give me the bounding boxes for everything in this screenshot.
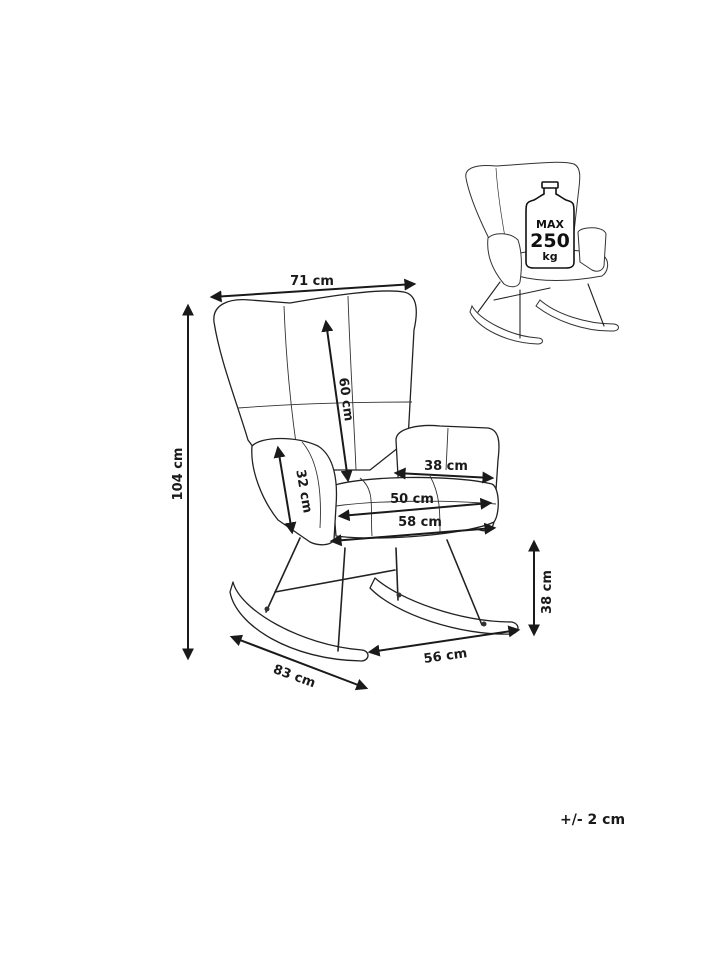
label-seat-width-outer: 58 cm xyxy=(398,515,442,530)
tolerance-note: +/- 2 cm xyxy=(560,812,626,828)
small-right-armrest xyxy=(577,227,607,272)
leg-front-right xyxy=(446,539,483,626)
armrest-height-arrow xyxy=(273,445,297,535)
max-load-badge: MAX 250 kg xyxy=(525,181,575,269)
back-height-arrow xyxy=(321,319,353,483)
leg-back-left xyxy=(337,547,346,652)
small-chair-drawing: MAX 250 kg xyxy=(465,161,619,345)
right-rocker xyxy=(369,577,519,635)
leg-back-right xyxy=(395,547,399,601)
armrest-depth-arrow xyxy=(393,467,495,484)
label-width: 71 cm xyxy=(290,274,334,289)
small-left-armrest xyxy=(487,233,522,288)
backrest-seam xyxy=(237,401,413,409)
label-rocker-width: 56 cm xyxy=(423,646,469,667)
small-left-rocker xyxy=(469,304,543,345)
backrest xyxy=(213,290,417,471)
label-seat-width: 50 cm xyxy=(390,492,434,507)
max-value: 250 xyxy=(530,230,570,252)
left-armrest xyxy=(251,437,338,546)
bolt xyxy=(264,606,270,612)
max-unit: kg xyxy=(542,250,557,263)
label-back-height: 60 cm xyxy=(335,377,356,423)
bolt xyxy=(481,621,487,627)
rocker-width-arrow xyxy=(367,625,521,657)
label-seat-height: 38 cm xyxy=(540,570,555,614)
seat-width-arrow xyxy=(337,497,493,522)
left-rocker xyxy=(229,581,369,662)
bolt xyxy=(396,592,402,598)
label-armrest-depth: 38 cm xyxy=(424,459,468,474)
weight-icon xyxy=(525,185,575,269)
dimension-lines xyxy=(182,278,540,691)
max-label: MAX xyxy=(536,218,564,231)
small-right-rocker xyxy=(535,299,619,332)
depth-arrow xyxy=(229,634,369,691)
leg-front-left xyxy=(265,537,301,613)
seat-width-outer-arrow xyxy=(329,522,497,547)
main-chair-drawing xyxy=(213,290,519,662)
label-height: 104 cm xyxy=(171,448,186,501)
armrest-inner-edge xyxy=(301,441,321,529)
armrest-seam xyxy=(445,427,449,471)
leg-cross-bar xyxy=(274,569,396,593)
width-arrow xyxy=(209,278,417,303)
